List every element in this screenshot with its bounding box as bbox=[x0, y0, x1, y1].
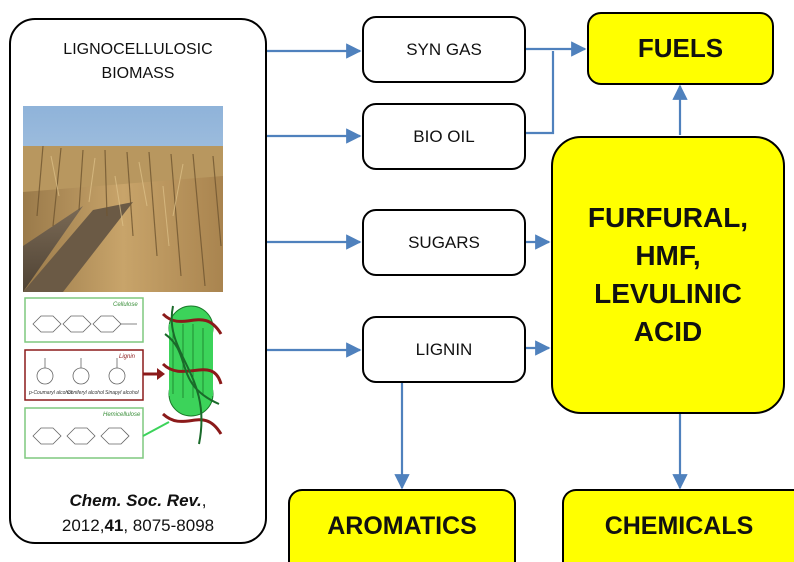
chemicals-box: CHEMICALS bbox=[562, 489, 794, 562]
platform-box: FURFURAL, HMF, LEVULINIC ACID bbox=[551, 136, 785, 414]
chemicals-label: CHEMICALS bbox=[604, 512, 754, 540]
lignin-box: LIGNIN bbox=[362, 316, 526, 383]
syngas-label: SYN GAS bbox=[406, 39, 482, 59]
lignin-label: Lignin bbox=[119, 354, 136, 360]
syngas-box: SYN GAS bbox=[362, 16, 526, 83]
fuels-label: FUELS bbox=[637, 33, 724, 63]
citation: Chem. Soc. Rev., 2012,41, 8075-8098 bbox=[11, 488, 265, 538]
fiber-bundle bbox=[142, 305, 223, 445]
citation-volume: 41 bbox=[104, 516, 124, 535]
corn-field-photo bbox=[23, 106, 223, 292]
citation-pages: , 8075-8098 bbox=[123, 516, 215, 535]
hemicellulose-box bbox=[24, 407, 144, 459]
sinapyl-label: Sinapyl alcohol bbox=[105, 390, 140, 396]
hemicellulose-label: Hemicellulose bbox=[103, 412, 141, 418]
coniferyl-label: Coniferyl alcohol bbox=[67, 390, 105, 396]
cellulose-box bbox=[24, 297, 144, 343]
fuels-box: FUELS bbox=[587, 12, 774, 85]
citation-journal: Chem. Soc. Rev. bbox=[69, 491, 202, 510]
sugars-box: SUGARS bbox=[362, 209, 526, 276]
cellulose-label: Cellulose bbox=[113, 302, 138, 308]
sugars-label: SUGARS bbox=[408, 232, 480, 252]
coumaryl-label: p-Coumaryl alcohol bbox=[28, 390, 73, 396]
biooil-label: BIO OIL bbox=[413, 126, 475, 146]
citation-separator: , bbox=[201, 491, 207, 510]
biooil-box: BIO OIL bbox=[362, 103, 526, 170]
biomass-panel: LIGNOCELLULOSIC BIOMASS bbox=[9, 18, 267, 544]
lignin-label: LIGNIN bbox=[415, 339, 473, 359]
arrow-biooil-to-fuels bbox=[525, 51, 555, 135]
citation-year: 2012, bbox=[61, 516, 105, 535]
lignocellulose-structure-diagram: Cellulose Lignin p-Coumaryl alcohol Coni… bbox=[24, 297, 223, 459]
aromatics-box: AROMATICS bbox=[288, 489, 516, 562]
aromatics-label: AROMATICS bbox=[327, 512, 477, 540]
platform-label: FURFURAL, HMF, LEVULINIC ACID bbox=[587, 202, 749, 347]
biomass-title: LIGNOCELLULOSIC BIOMASS bbox=[63, 41, 213, 82]
